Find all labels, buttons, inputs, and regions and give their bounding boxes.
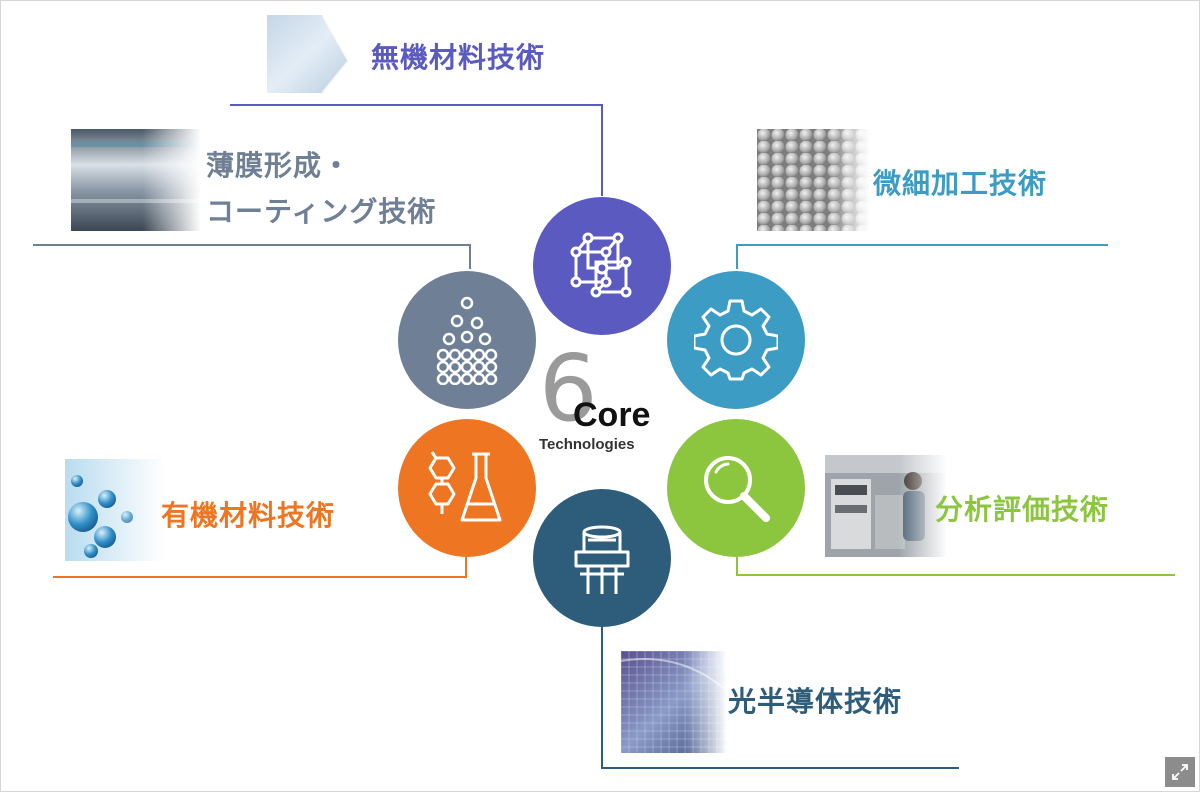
connector-micro [736,244,1108,269]
label-inorganic: 無機材料技術 [371,41,546,74]
circle-thin-film [398,271,536,409]
wafer-thumbnail [621,651,727,753]
circle-optical [533,489,671,627]
flask-molecule-icon [428,451,502,522]
circle-inorganic [533,197,671,335]
circle-micro [667,271,805,409]
gear-icon [694,299,778,381]
connector-thin-film [33,244,471,269]
micro-structure-thumbnail [757,129,869,231]
center-logo: 6 Core Technologies [531,339,681,463]
lab-analysis-thumbnail [825,455,947,557]
label-analysis: 分析評価技術 [935,493,1110,526]
connector-inorganic [230,104,603,196]
connector-organic [53,557,467,578]
glass-plate-thumbnail [263,13,355,95]
logo-numeral: 6 [539,335,598,442]
label-micro: 微細加工技術 [873,167,1048,200]
label-organic: 有機材料技術 [161,499,336,532]
circle-organic [398,419,536,557]
label-thin-film-line1: 薄膜形成・ [206,149,352,182]
logo-word: Core [573,396,651,434]
coating-roller-thumbnail [71,129,201,231]
label-optical: 光半導体技術 [728,685,903,718]
label-thin-film: 薄膜形成・ コーティング技術 [206,143,436,235]
expand-button[interactable] [1165,757,1195,787]
connector-optical [601,627,959,769]
crystal-lattice-icon [570,232,632,298]
expand-icon [1172,764,1188,780]
logo-subword: Technologies [539,436,635,453]
magnifier-icon [704,456,770,522]
circle-analysis [667,419,805,557]
organic-droplets-thumbnail [65,459,165,561]
label-thin-film-line2: コーティング技術 [206,195,437,228]
connector-analysis [736,557,1175,576]
semiconductor-icon [574,525,630,594]
particles-icon [436,296,498,385]
